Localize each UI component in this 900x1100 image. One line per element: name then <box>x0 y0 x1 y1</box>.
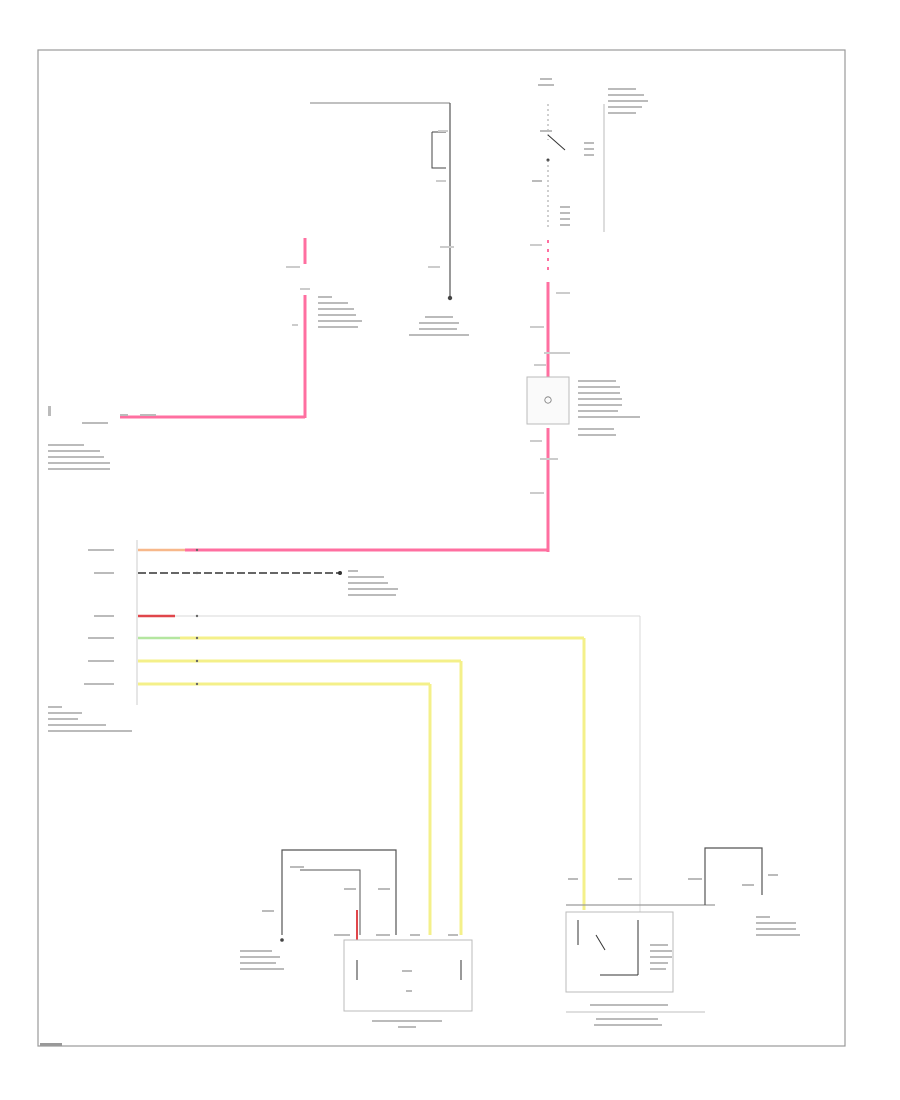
bottom-center-module <box>240 849 473 1028</box>
diagram-border <box>37 49 846 1047</box>
wire-row-3 <box>138 614 641 930</box>
ground-circuit-top <box>310 102 469 336</box>
wire-row-2 <box>138 570 398 596</box>
left-connector-block <box>48 540 641 935</box>
diagram-code <box>40 1043 62 1046</box>
sensor-module <box>526 376 640 436</box>
bottom-right-switch <box>565 847 800 1026</box>
top-ground-label-lines <box>409 316 469 336</box>
pink-wire-right <box>530 240 570 552</box>
top-switch-fuse <box>532 78 648 232</box>
wire-row-6 <box>138 682 432 935</box>
pink-wire-left <box>48 238 362 470</box>
wire-row-4 <box>138 636 586 910</box>
wire-row-5 <box>138 659 463 935</box>
